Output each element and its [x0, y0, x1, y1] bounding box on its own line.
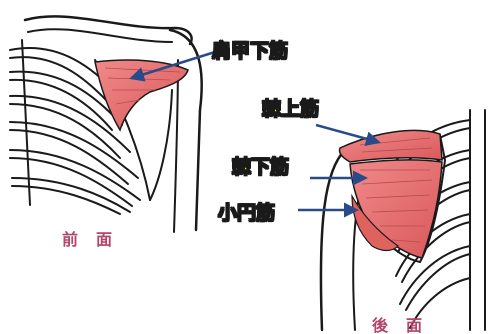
front-view-caption: 前面 — [62, 226, 130, 250]
teres-minor-label: 小円筋 — [218, 198, 275, 225]
infraspinatus-label: 棘下筋 — [232, 152, 289, 179]
supraspinatus-label: 棘上筋 — [262, 94, 319, 121]
front-view-illustration — [10, 16, 202, 232]
supraspinatus-arrow — [316, 125, 378, 142]
subscapularis-muscle — [95, 60, 188, 130]
back-view-caption: 後面 — [372, 312, 440, 334]
subscapularis-label: 肩甲下筋 — [212, 36, 288, 63]
